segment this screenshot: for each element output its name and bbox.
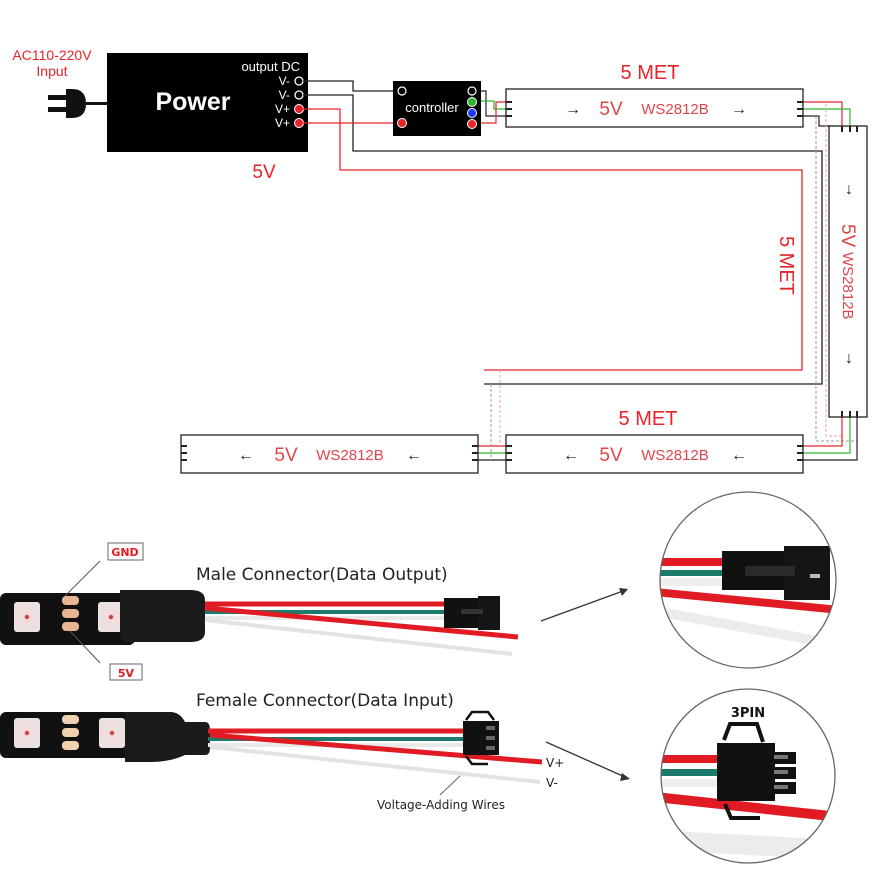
5v-leader-line	[69, 630, 101, 664]
strip-3-voltage: 5V	[599, 445, 623, 466]
strip-4-arrow-icon-2: ←	[406, 447, 422, 464]
female-connector-photo	[0, 710, 543, 784]
5v-callout-box	[109, 663, 143, 681]
3pin-label: 3PIN	[731, 706, 765, 721]
power-supply-box: Power output DC V- V- V+ V+	[107, 53, 308, 152]
strip-3-arrow-icon: ←	[563, 447, 579, 464]
led-strip-1: 5 MET → 5V WS2812B →	[505, 62, 804, 128]
power-box-title: Power	[155, 88, 230, 116]
vplus-label: V+	[546, 756, 564, 770]
strip-3-model: WS2812B	[641, 447, 709, 464]
controller-out-unused	[467, 108, 477, 118]
ac-input-voltage: AC110-220V	[12, 47, 92, 63]
strip-4-model: WS2812B	[316, 447, 384, 464]
ac-input-label: AC110-220V Input	[12, 47, 92, 79]
female-connector-zoom-circle: 3PIN	[660, 688, 836, 864]
controller-out-positive	[467, 119, 477, 129]
strip-3-length-label: 5 MET	[619, 408, 678, 430]
strip-2-arrow-icon-2: ↓	[845, 350, 853, 367]
vminus-label: V-	[546, 776, 558, 790]
ac-input-text: Input	[36, 63, 67, 79]
strip-1-length-label: 5 MET	[621, 62, 680, 84]
5v-callout-text: 5V	[118, 667, 135, 680]
output-voltage-label: 5V	[252, 162, 276, 183]
voltage-adding-wires-label: Voltage-Adding Wires	[377, 798, 505, 812]
voltage-wires-leader	[439, 775, 461, 796]
male-connector-zoom-circle	[659, 491, 837, 669]
terminal-vplus-2	[294, 118, 304, 128]
strip-1-arrow-icon-2: →	[731, 101, 747, 118]
gnd-leader-line	[64, 560, 101, 597]
solder-pad-gnd	[62, 596, 79, 605]
strip-2-arrow-icon: ↓	[845, 181, 853, 198]
controller-in-positive	[397, 118, 407, 128]
controller-box: controller	[393, 81, 481, 136]
led-strip-4: ← 5V WS2812B ←	[180, 434, 479, 474]
power-plug-icon	[48, 89, 107, 118]
heat-shrink	[125, 712, 210, 762]
gnd-callout-text: GND	[111, 546, 138, 559]
strip-1-voltage: 5V	[599, 99, 623, 120]
terminal-label-vplus-2: V+	[275, 116, 290, 130]
strip-4-arrow-icon: ←	[238, 447, 254, 464]
led-strip-2: ↓ ↓ 5V WS2812B 5 MET	[775, 125, 868, 418]
output-dc-label: output DC	[241, 59, 300, 74]
strip-3-arrow-icon-2: ←	[731, 447, 747, 464]
male-connector-title: Male Connector(Data Output)	[196, 565, 448, 585]
strip-2-voltage: 5V	[837, 224, 858, 248]
terminal-label-vminus-2: V-	[279, 88, 290, 102]
terminal-vplus-1	[294, 104, 304, 114]
strip-1-arrow-icon: →	[565, 101, 581, 118]
heat-shrink	[120, 590, 205, 642]
terminal-label-vminus-1: V-	[279, 74, 290, 88]
controller-out-ground	[467, 86, 477, 96]
strip-2-model: WS2812B	[839, 252, 856, 320]
controller-label: controller	[405, 100, 459, 115]
solder-pad-data	[62, 609, 79, 618]
wires	[303, 80, 858, 461]
solder-pad-5v	[62, 622, 79, 631]
controller-in-ground	[397, 86, 407, 96]
led-strip-3: 5 MET ← 5V WS2812B ←	[505, 408, 804, 474]
gnd-callout-box	[107, 542, 144, 561]
strip-4-voltage: 5V	[274, 445, 298, 466]
strip-1-model: WS2812B	[641, 101, 709, 118]
male-connector-photo	[0, 590, 519, 656]
zoom-pointer-arrows	[540, 588, 630, 781]
controller-out-data	[467, 97, 477, 107]
terminal-label-vplus-1: V+	[275, 102, 290, 116]
strip-2-length-label: 5 MET	[775, 236, 797, 295]
female-connector-title: Female Connector(Data Input)	[196, 691, 454, 711]
